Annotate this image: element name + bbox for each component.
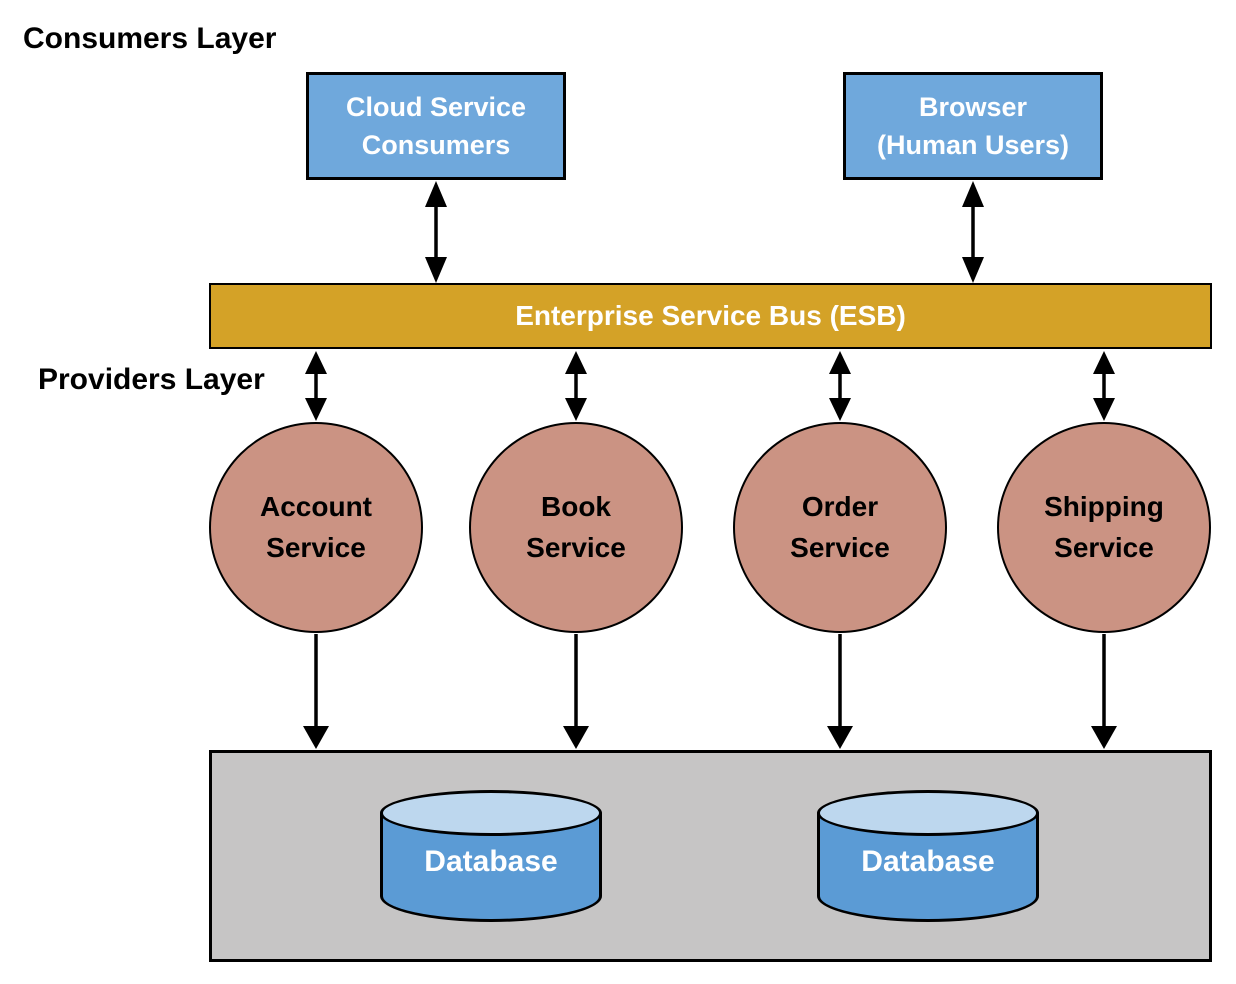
arrow-esb-account-service [305,351,327,421]
consumers-layer-label: Consumers Layer [23,22,277,55]
arrow-esb-order-service [829,351,851,421]
arrow-cloud-consumers-esb [425,181,447,283]
order-service-label-line2: Service [790,531,890,563]
arrow-esb-shipping-service [1093,351,1115,421]
book-service-label-line1: Book [541,490,611,522]
browser-label-line1: Browser [918,91,1028,122]
shipping-service-label-line2: Service [1054,531,1154,563]
browser-label-line2: (Human Users) [876,130,1070,160]
enterprise-service-bus-bar: Enterprise Service Bus (ESB) [209,283,1212,349]
arrow-shipping-service-datastore [1091,634,1117,749]
account-service-label-line1: Account [260,490,372,522]
cloud-service-consumers-box: Cloud Service Consumers [306,72,566,180]
shipping-service-circle: Shipping Service [997,422,1211,633]
cloud-service-consumers-label-line1: Cloud Service [345,91,527,122]
arrow-order-service-datastore [827,634,853,749]
database-cylinder-1-top [380,790,602,836]
browser-human-users-box: Browser (Human Users) [843,72,1103,180]
shipping-service-label-line1: Shipping [1044,490,1164,522]
arrow-esb-book-service [565,351,587,421]
order-service-circle: Order Service [733,422,947,633]
account-service-circle: Account Service [209,422,423,633]
arrow-browser-esb [962,181,984,283]
database-cylinder-1: Database [380,790,602,922]
database-1-label: Database [424,845,558,878]
database-cylinder-2-top [817,790,1039,836]
order-service-label-line1: Order [801,490,879,522]
esb-label: Enterprise Service Bus (ESB) [515,300,906,331]
account-service-label-line2: Service [266,531,366,563]
arrow-account-service-datastore [303,634,329,749]
arrow-book-service-datastore [563,634,589,749]
providers-layer-label: Providers Layer [38,363,265,396]
database-2-label: Database [861,845,995,878]
book-service-circle: Book Service [469,422,683,633]
database-cylinder-2: Database [817,790,1039,922]
cloud-service-consumers-label-line2: Consumers [361,130,511,160]
book-service-label-line2: Service [526,531,626,563]
data-tier-zone [209,750,1212,962]
